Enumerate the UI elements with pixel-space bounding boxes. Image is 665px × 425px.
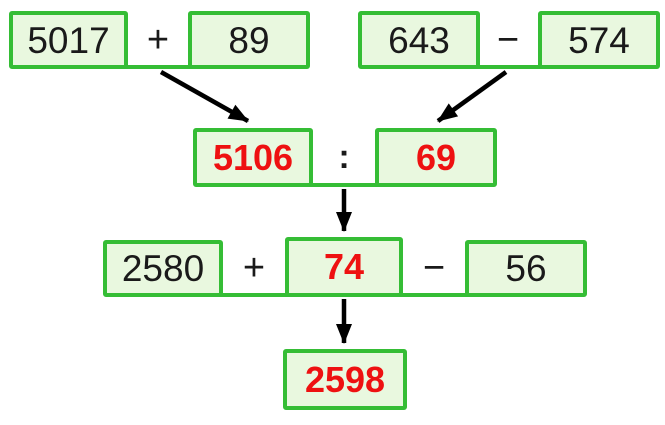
connector-rail-expression-left bbox=[219, 293, 289, 297]
box-operand-2580: 2580 bbox=[103, 240, 223, 297]
box-operand-574: 574 bbox=[538, 11, 660, 69]
box-operand-5017: 5017 bbox=[9, 11, 128, 69]
box-quotient-74: 74 bbox=[285, 237, 403, 297]
box-result-5106: 5106 bbox=[193, 128, 313, 187]
operator-minus-top: − bbox=[496, 19, 520, 61]
connector-rail-top-right bbox=[476, 65, 542, 69]
operator-plus-top: + bbox=[146, 19, 170, 61]
operator-minus-middle: − bbox=[422, 247, 446, 289]
arrow-sum-to-dividend-icon bbox=[159, 70, 250, 123]
operator-plus-middle: + bbox=[242, 247, 266, 289]
box-operand-89: 89 bbox=[188, 11, 310, 69]
connector-rail-top-left bbox=[124, 65, 192, 69]
box-operand-56: 56 bbox=[465, 240, 587, 297]
box-result-69: 69 bbox=[375, 128, 497, 187]
connector-rail-division bbox=[309, 183, 379, 187]
connector-rail-expression-right bbox=[399, 293, 469, 297]
box-operand-643: 643 bbox=[358, 11, 480, 69]
box-final-result-2598: 2598 bbox=[283, 349, 407, 410]
arrow-difference-to-divisor-icon bbox=[436, 70, 508, 123]
operator-division-colon: : bbox=[338, 138, 350, 176]
